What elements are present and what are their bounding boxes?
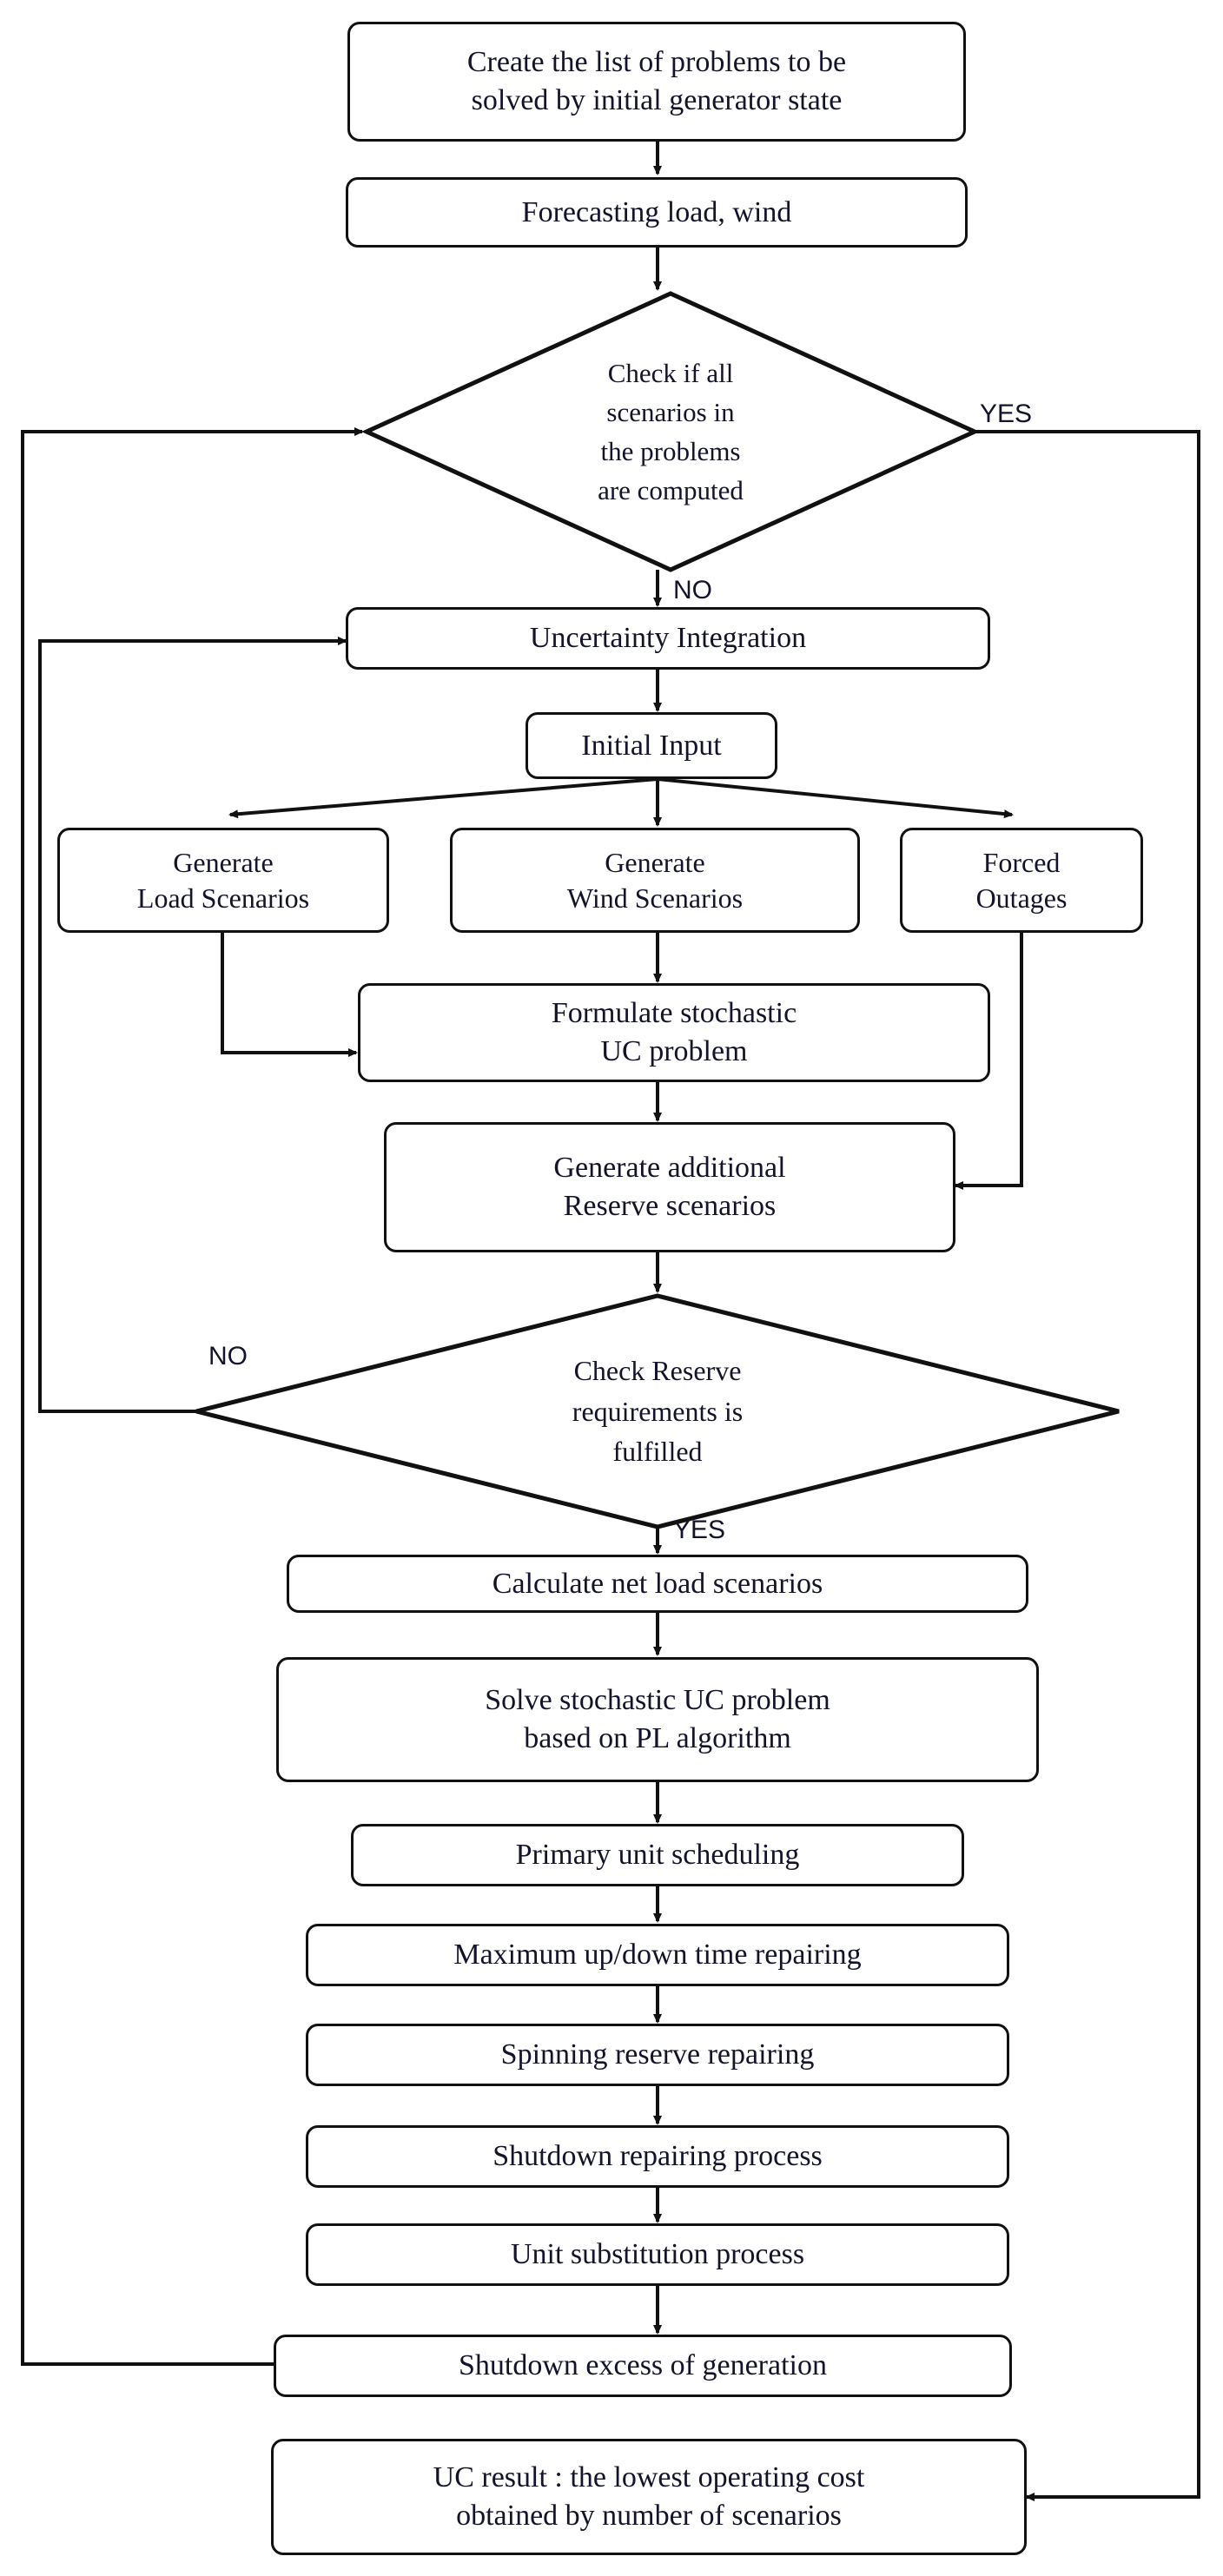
node-calculate-net-load[interactable]: Calculate net load scenarios xyxy=(287,1555,1028,1613)
edge-label-no-check-scenarios: NO xyxy=(673,576,712,604)
node-forced-outages[interactable]: Forced Outages xyxy=(900,828,1143,933)
decision-shape-check-scenarios xyxy=(360,291,981,572)
node-generate-additional-reserve[interactable]: Generate additional Reserve scenarios xyxy=(384,1122,955,1252)
node-uncertainty-integration[interactable]: Uncertainty Integration xyxy=(346,607,990,670)
decision-shape-check-reserve xyxy=(195,1293,1120,1529)
node-generate-load-scenarios[interactable]: Generate Load Scenarios xyxy=(57,828,389,933)
node-create-list[interactable]: Create the list of problems to be solved… xyxy=(347,22,966,142)
node-unit-substitution-process[interactable]: Unit substitution process xyxy=(306,2223,1009,2286)
node-shutdown-repairing-process[interactable]: Shutdown repairing process xyxy=(306,2125,1009,2188)
node-generate-wind-scenarios[interactable]: Generate Wind Scenarios xyxy=(450,828,860,933)
node-shutdown-excess-generation[interactable]: Shutdown excess of generation xyxy=(274,2335,1012,2397)
node-uc-result[interactable]: UC result : the lowest operating cost ob… xyxy=(271,2439,1027,2555)
node-maximum-updown-repairing[interactable]: Maximum up/down time repairing xyxy=(306,1924,1009,1986)
node-forecasting[interactable]: Forecasting load, wind xyxy=(346,177,968,248)
edge-label-no-check-reserve: NO xyxy=(208,1342,248,1371)
node-formulate-stochastic-uc[interactable]: Formulate stochastic UC problem xyxy=(358,983,990,1082)
node-primary-unit-scheduling[interactable]: Primary unit scheduling xyxy=(351,1824,964,1886)
node-solve-stochastic-uc[interactable]: Solve stochastic UC problem based on PL … xyxy=(276,1657,1039,1782)
node-spinning-reserve-repairing[interactable]: Spinning reserve repairing xyxy=(306,2024,1009,2086)
edge-label-yes-check-reserve: YES xyxy=(673,1516,726,1544)
edge-label-yes-check-scenarios: YES xyxy=(980,400,1033,428)
node-initial-input[interactable]: Initial Input xyxy=(526,712,777,779)
